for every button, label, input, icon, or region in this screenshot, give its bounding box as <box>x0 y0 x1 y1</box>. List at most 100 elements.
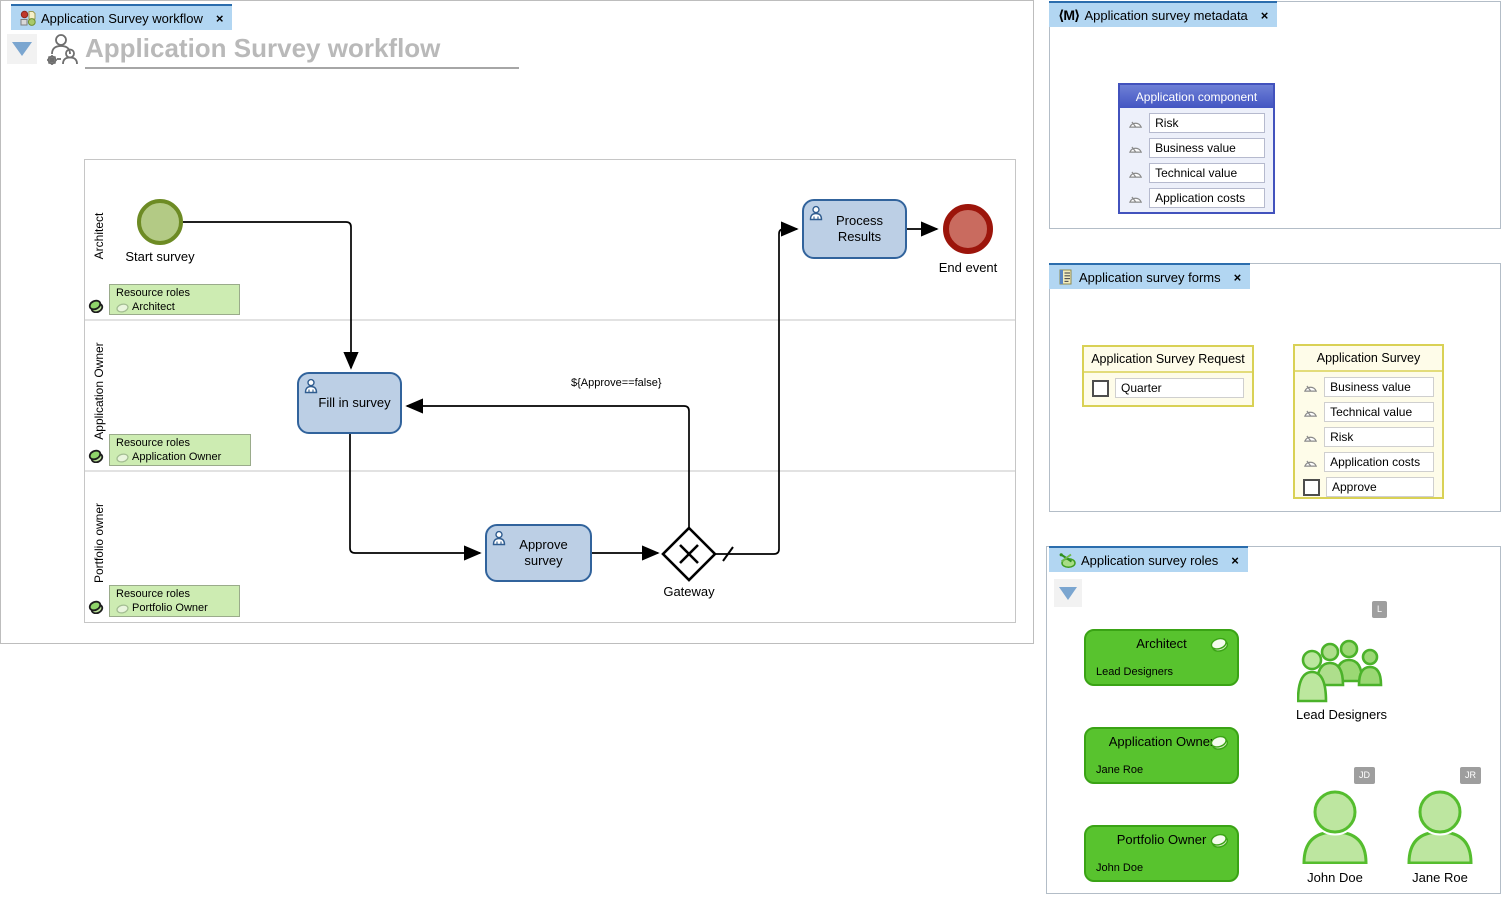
field-risk[interactable]: Risk <box>1149 113 1265 133</box>
form-title: Application Survey Request <box>1084 347 1252 373</box>
user-task-icon <box>492 530 508 546</box>
gauge-icon <box>1303 431 1318 443</box>
gateway-shape <box>661 526 717 582</box>
chevron-down-icon <box>1059 586 1077 600</box>
resource-badge-icon <box>88 600 104 614</box>
tab-label: Application survey metadata <box>1084 7 1248 23</box>
field-application-costs[interactable]: Application costs <box>1149 188 1265 208</box>
role-card-portfolio-owner[interactable]: Portfolio Owner John Doe <box>1084 825 1239 882</box>
field-application-costs[interactable]: Application costs <box>1324 452 1434 472</box>
gauge-icon <box>1303 381 1318 393</box>
lane-divider <box>85 470 1015 472</box>
form-document-icon <box>1059 269 1072 285</box>
close-icon[interactable]: × <box>1260 7 1269 23</box>
form-field-row: Application costs <box>1303 452 1434 472</box>
resource-badge-icon <box>88 299 104 313</box>
group-label: Lead Designers <box>1295 707 1388 722</box>
role-oval-icon <box>116 303 129 313</box>
role-disc-icon <box>1209 637 1230 652</box>
quarter-checkbox[interactable] <box>1092 379 1109 397</box>
role-card-architect[interactable]: Architect Lead Designers <box>1084 629 1239 686</box>
gauge-icon <box>1128 142 1143 154</box>
field-business-value[interactable]: Business value <box>1324 377 1434 397</box>
group-people-icon[interactable] <box>1297 639 1389 703</box>
tab-application-survey-forms[interactable]: Application survey forms × <box>1049 263 1251 289</box>
person-icon-john-doe[interactable] <box>1300 790 1370 864</box>
role-oval-icon <box>116 453 129 463</box>
metadata-icon: ⟨M⟩ <box>1058 6 1080 23</box>
tab-label: Application Survey workflow <box>41 10 203 26</box>
close-icon[interactable]: × <box>1231 552 1239 568</box>
collapse-button[interactable] <box>1054 579 1082 607</box>
end-event[interactable] <box>943 204 993 254</box>
metadata-field-row: Business value <box>1128 138 1265 158</box>
form-title: Application Survey <box>1295 346 1442 372</box>
close-icon[interactable]: × <box>1233 269 1242 285</box>
task-process-results[interactable]: Process Results <box>802 199 907 259</box>
tab-application-survey-metadata[interactable]: ⟨M⟩ Application survey metadata × <box>1049 1 1278 27</box>
title-underline <box>85 67 519 69</box>
user-task-icon <box>304 378 320 394</box>
close-icon[interactable]: × <box>215 10 224 26</box>
task-approve-survey[interactable]: Approve survey <box>485 524 592 582</box>
person-label: John Doe <box>1307 870 1363 885</box>
field-risk[interactable]: Risk <box>1324 427 1434 447</box>
person-icon-jane-roe[interactable] <box>1405 790 1475 864</box>
application-survey-form[interactable]: Application Survey Business value Techni… <box>1293 344 1444 499</box>
person-badge: JD <box>1354 767 1375 784</box>
field-quarter[interactable]: Quarter <box>1115 378 1244 398</box>
collapse-button[interactable] <box>7 34 37 64</box>
person-badge: JR <box>1460 767 1481 784</box>
workflow-roles-icon <box>47 34 78 65</box>
form-field-row: Business value <box>1303 377 1434 397</box>
form-field-row: Technical value <box>1303 402 1434 422</box>
roles-tool-icon <box>1059 553 1076 568</box>
lane-divider <box>85 319 1015 321</box>
roles-panel: Application survey roles × Architect Lea… <box>1046 546 1501 894</box>
task-fill-in-survey[interactable]: Fill in survey <box>297 372 402 434</box>
field-business-value[interactable]: Business value <box>1149 138 1265 158</box>
forms-panel: Application survey forms × Application S… <box>1049 263 1501 512</box>
role-oval-icon <box>116 604 129 614</box>
gauge-icon <box>1303 406 1318 418</box>
field-technical-value[interactable]: Technical value <box>1149 163 1265 183</box>
form-field-row: Approve <box>1303 477 1434 497</box>
chevron-down-icon <box>12 42 32 56</box>
tab-label: Application survey roles <box>1081 552 1219 568</box>
metadata-field-row: Application costs <box>1128 188 1265 208</box>
start-event[interactable] <box>137 199 183 245</box>
gauge-icon <box>1303 456 1318 468</box>
resource-roles-application-owner[interactable]: Resource roles Application Owner <box>109 434 251 466</box>
sequence-flows <box>183 221 939 582</box>
metadata-panel: ⟨M⟩ Application survey metadata × Applic… <box>1049 1 1501 229</box>
end-event-label: End event <box>938 260 998 275</box>
gauge-icon <box>1128 192 1143 204</box>
tab-application-survey-roles[interactable]: Application survey roles × <box>1049 546 1248 572</box>
page-title: Application Survey workflow <box>85 33 441 63</box>
application-survey-request-form[interactable]: Application Survey Request Quarter <box>1082 345 1254 407</box>
form-field-row: Quarter <box>1092 378 1244 398</box>
group-badge: L <box>1372 601 1388 618</box>
bpmn-diagram: Architect Application Owner Portfolio ow… <box>84 159 1016 623</box>
role-disc-icon <box>1209 833 1230 848</box>
tab-application-survey-workflow[interactable]: Application Survey workflow × <box>11 4 233 30</box>
application-component-box[interactable]: Application component Risk Business valu… <box>1118 83 1275 214</box>
field-technical-value[interactable]: Technical value <box>1324 402 1434 422</box>
component-title: Application component <box>1120 85 1273 108</box>
gauge-icon <box>1128 117 1143 129</box>
approve-checkbox[interactable] <box>1303 478 1320 496</box>
gateway-label: Gateway <box>663 584 715 599</box>
resource-roles-portfolio-owner[interactable]: Resource roles Portfolio Owner <box>109 585 240 617</box>
condition-label: ${Approve==false} <box>571 377 662 389</box>
metadata-field-row: Technical value <box>1128 163 1265 183</box>
gauge-icon <box>1128 167 1143 179</box>
start-event-label: Start survey <box>125 249 195 264</box>
metadata-field-row: Risk <box>1128 113 1265 133</box>
role-card-application-owner[interactable]: Application Owner Jane Roe <box>1084 727 1239 784</box>
resource-roles-architect[interactable]: Resource roles Architect <box>109 284 240 315</box>
resource-badge-icon <box>88 449 104 463</box>
field-approve[interactable]: Approve <box>1326 477 1434 497</box>
person-label: Jane Roe <box>1412 870 1468 885</box>
workflow-panel: Application Survey workflow × <box>0 0 1034 644</box>
